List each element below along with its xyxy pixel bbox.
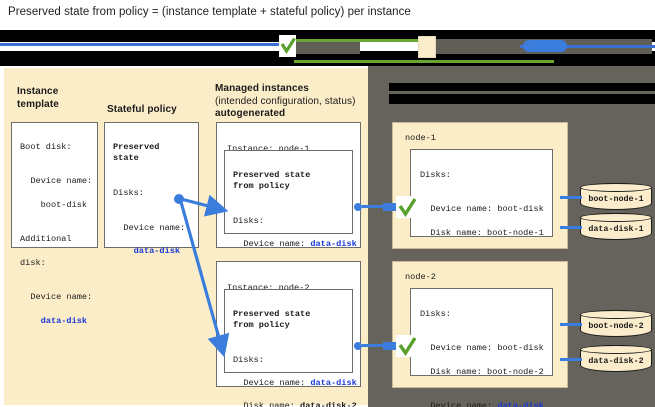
n2-data-devname-label: Device name: bbox=[420, 401, 498, 407]
status-check-node-2 bbox=[396, 335, 418, 357]
connector-dot-mi1 bbox=[354, 203, 362, 211]
legend-check-icon bbox=[279, 35, 296, 57]
n1-boot-devname-label: Device name: bbox=[420, 204, 498, 215]
cylinder-label: boot-node-1 bbox=[588, 194, 644, 204]
status-check-node-1 bbox=[396, 196, 418, 218]
n2-boot-diskname-label: Disk name: bbox=[420, 366, 488, 377]
sp-devname-value: data-disk bbox=[113, 245, 181, 256]
folded-corner-icon bbox=[81, 234, 98, 248]
connector-dot-mi2 bbox=[354, 342, 362, 350]
instance-template-card: Boot disk: Device name: boot-disk Additi… bbox=[11, 122, 98, 326]
heading-stateful-policy: Stateful policy bbox=[107, 104, 177, 115]
node-1-disks-box: Disks: Device name: boot-disk Disk name:… bbox=[410, 149, 553, 296]
mi1-title: Preserved state from policy bbox=[233, 169, 311, 192]
legend-blue-blob bbox=[523, 40, 567, 52]
disk-cylinder-data-disk-2: data-disk-2 bbox=[580, 345, 652, 372]
connector-node1-bootdisk bbox=[560, 196, 582, 199]
disk-cylinder-boot-node-1: boot-node-1 bbox=[580, 183, 652, 210]
sp-title: Preserved state bbox=[113, 141, 160, 164]
disk-cylinder-data-disk-1: data-disk-1 bbox=[580, 213, 652, 240]
cylinder-label: boot-node-2 bbox=[588, 321, 644, 331]
it-line-devname1: Device name: bbox=[20, 176, 93, 187]
stateful-policy-card: Preserved state Disks: Device name: data… bbox=[104, 122, 199, 256]
connector-line-mi1-node1 bbox=[362, 205, 384, 208]
green-check-icon bbox=[280, 37, 296, 54]
heading-managed-instances: Managed instances (intended configuratio… bbox=[215, 83, 365, 121]
it-line-additional: Additional bbox=[20, 234, 72, 245]
connector-line-mi2-node2 bbox=[362, 344, 384, 347]
n2-boot-devname-label: Device name: bbox=[420, 343, 498, 354]
managed-instance-inner-node-2: Preserved state from policy Disks: Devic… bbox=[224, 289, 357, 407]
legend-cream-swatch bbox=[418, 36, 436, 58]
managed-instances-line3: autogenerated bbox=[215, 108, 286, 119]
diagram-caption: Preserved state from policy = (instance … bbox=[8, 6, 411, 18]
legend-green-line bbox=[294, 39, 424, 42]
n1-disks-label: Disks: bbox=[420, 169, 451, 180]
n2-disks-label: Disks: bbox=[420, 308, 451, 319]
managed-instance-inner-node-1: Preserved state from policy Disks: Devic… bbox=[224, 150, 357, 272]
right-panel-heading-redaction-1 bbox=[389, 83, 655, 91]
n2-boot-diskname-value: boot-node-2 bbox=[487, 366, 544, 377]
cylinder-top-icon bbox=[580, 213, 652, 222]
connector-node2-datadisk bbox=[560, 358, 582, 361]
mi1-devname-value: data-disk bbox=[310, 239, 357, 250]
n2-boot-devname-value: boot-disk bbox=[497, 343, 544, 354]
connector-node1-datadisk bbox=[560, 226, 582, 229]
cylinder-top-icon bbox=[580, 183, 652, 192]
connector-arrow-mi2-node2 bbox=[383, 342, 397, 350]
sp-disks-label: Disks: bbox=[113, 187, 144, 198]
legend-strip-left bbox=[288, 39, 360, 54]
node-2-name: node-2 bbox=[405, 272, 436, 282]
cylinder-label: data-disk-2 bbox=[588, 356, 644, 366]
folded-corner-icon bbox=[182, 234, 199, 248]
cylinder-top-icon bbox=[580, 345, 652, 354]
n1-boot-diskname-label: Disk name: bbox=[420, 227, 488, 238]
it-line-devname2: Device name: bbox=[20, 292, 93, 303]
mi1-disks-label: Disks: bbox=[233, 215, 264, 226]
cylinder-top-icon bbox=[580, 310, 652, 319]
green-check-icon bbox=[398, 198, 416, 217]
mi2-title: Preserved state from policy bbox=[233, 308, 311, 331]
node-2-disks-box: Disks: Device name: boot-disk Disk name:… bbox=[410, 288, 553, 407]
node-1-name: node-1 bbox=[405, 133, 436, 143]
mi1-instance-label: Instance: node-1 bbox=[227, 143, 310, 154]
managed-instances-line2: (intended configuration, status) bbox=[215, 95, 356, 107]
mi2-devname-label: Device name: bbox=[233, 378, 311, 389]
legend-blue-line bbox=[0, 43, 290, 46]
n2-data-devname-value: data-disk bbox=[497, 401, 544, 407]
n1-boot-diskname-value: boot-node-1 bbox=[487, 227, 544, 238]
cylinder-label: data-disk-1 bbox=[588, 224, 644, 234]
right-panel-heading-redaction-2 bbox=[389, 94, 655, 104]
it-line-boot: Boot disk: bbox=[20, 141, 72, 152]
mi2-instance-label: Instance: node-2 bbox=[227, 282, 310, 293]
heading-instance-template: Instance template bbox=[17, 86, 59, 110]
sp-devname-label: Device name: bbox=[113, 222, 186, 233]
connector-arrow-mi1-node1 bbox=[383, 203, 397, 211]
mi1-devname-label: Device name: bbox=[233, 239, 311, 250]
disk-cylinder-boot-node-2: boot-node-2 bbox=[580, 310, 652, 337]
mi2-devname-value: data-disk bbox=[310, 378, 357, 389]
it-line-datadisk: data-disk bbox=[20, 315, 88, 326]
mi2-diskname-label: Disk name: bbox=[233, 401, 301, 407]
legend-blue-line-right bbox=[520, 45, 655, 48]
legend-banner bbox=[0, 30, 655, 66]
n1-boot-devname-value: boot-disk bbox=[497, 204, 544, 215]
green-check-icon bbox=[398, 337, 416, 356]
connector-node2-bootdisk bbox=[560, 323, 582, 326]
it-line-disk: disk: bbox=[20, 257, 46, 268]
legend-green-line-low bbox=[294, 60, 554, 63]
mi2-disks-label: Disks: bbox=[233, 354, 264, 365]
it-line-bootdisk: boot-disk bbox=[20, 199, 88, 210]
managed-instances-line1: Managed instances bbox=[215, 83, 309, 94]
mi2-diskname-value: data-disk-2 bbox=[300, 401, 357, 407]
